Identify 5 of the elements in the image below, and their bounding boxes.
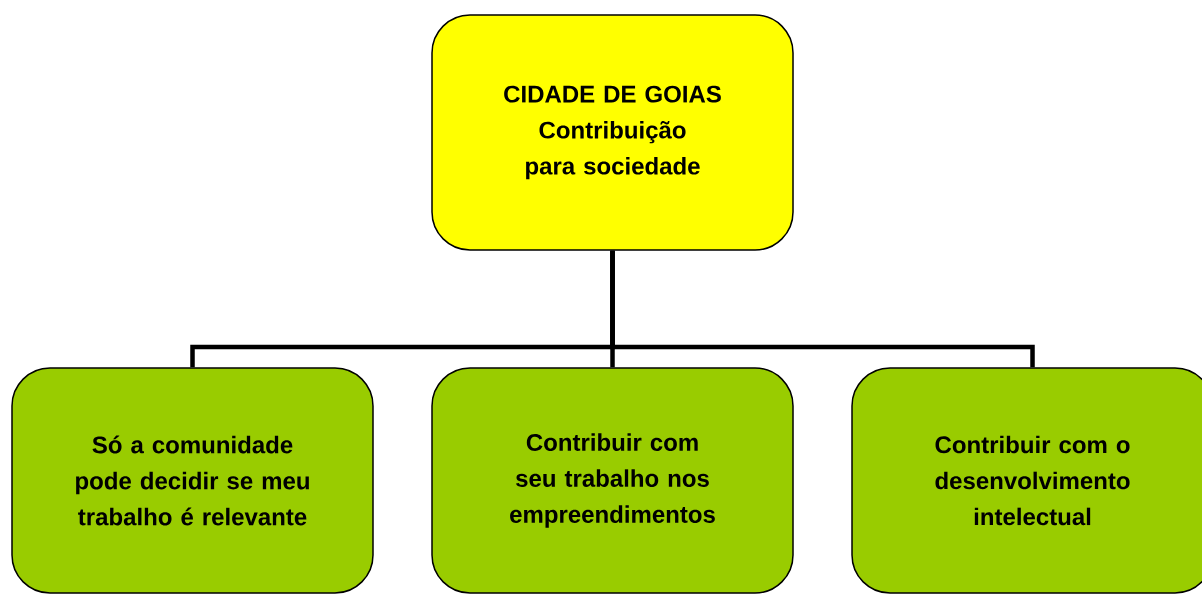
title-box: CIDADE DE GOIAS Contribuição para sociedade <box>431 14 794 251</box>
connector-line <box>610 250 1035 368</box>
topic-box: Contribuir com o desenvolvimento intelectual <box>851 367 1202 594</box>
topic-box: Só a comunidade pode decidir se meu trabalho é relevante <box>11 367 374 594</box>
topic-box: Contribuir com seu trabalho nos empreendimentos <box>431 367 794 594</box>
